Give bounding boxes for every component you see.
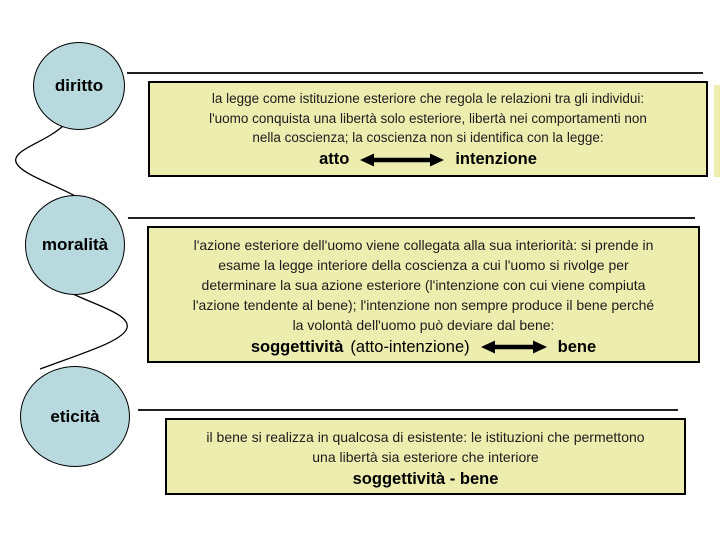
box2-text-line: la volontà dell'uomo può deviare dal ben…: [292, 317, 555, 333]
box2-text-line: esame la legge interiore della coscienza…: [218, 257, 629, 273]
wavy-connector-1: [15, 125, 78, 198]
box3-text-line: una libertà sia esteriore che interiore: [312, 449, 539, 465]
box1-text-line: la legge come istituzione esteriore che …: [211, 91, 645, 106]
box2-text-line: l'azione tendente al bene); l'intenzione…: [192, 297, 655, 313]
callout-box-diritto: la legge come istituzione esteriore che …: [148, 81, 708, 177]
box2-text-line: determinare la sua azione esteriore (l'i…: [201, 277, 646, 293]
box1-emphasis-left: atto: [319, 150, 350, 168]
box2-emphasis-bold-right: bene: [557, 337, 597, 356]
box1-text-line: nella coscienza; la coscienza non si ide…: [252, 130, 604, 145]
node-eticita-label: eticità: [50, 406, 100, 426]
callout-box-eticita: il bene si realizza in qualcosa di esist…: [165, 418, 686, 495]
node-moralita: moralità: [25, 195, 125, 295]
box1-emphasis-row: atto intenzione: [150, 149, 706, 171]
box1-text-line: l'uomo conquista una libertà solo esteri…: [209, 110, 647, 126]
box1-emphasis-right: intenzione: [455, 150, 537, 168]
callout-box-moralita: l'azione esteriore dell'uomo viene colle…: [147, 226, 700, 363]
double-arrow-icon: [360, 153, 445, 166]
double-arrow-icon: [480, 340, 547, 354]
box2-text-line: l'azione esteriore dell'uomo viene colle…: [193, 237, 654, 253]
node-eticita: eticità: [20, 366, 130, 467]
box2-emphasis-row: soggettività (atto-intenzione) bene: [149, 336, 698, 358]
box2-emphasis-bold-left: soggettività: [250, 337, 344, 356]
box3-text-line: il bene si realizza in qualcosa di esist…: [206, 429, 645, 445]
box3-emphasis-row: soggettività - bene: [167, 468, 684, 490]
clipped-box-edge: [714, 85, 720, 177]
box2-emphasis-mid: (atto-intenzione): [350, 337, 470, 356]
node-diritto-label: diritto: [54, 76, 104, 95]
node-diritto: diritto: [33, 42, 125, 130]
wavy-connector-2: [39, 291, 128, 370]
box3-emphasis-text: soggettività - bene: [352, 469, 499, 488]
node-moralita-label: moralità: [41, 235, 109, 254]
